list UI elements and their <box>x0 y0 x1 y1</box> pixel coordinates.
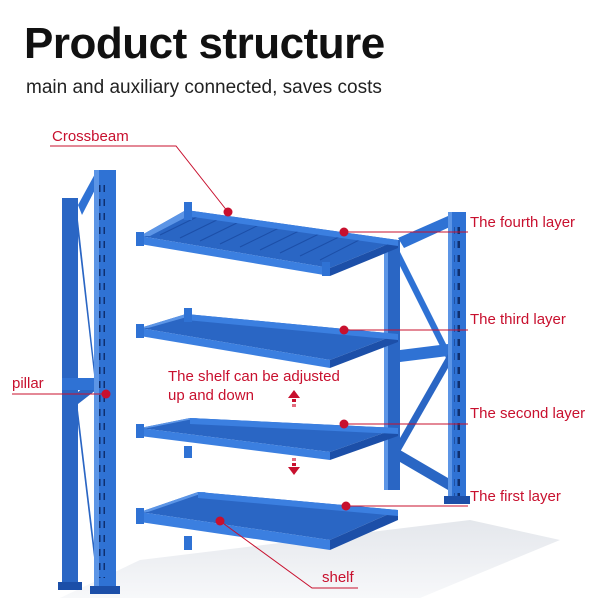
shelf-third-layer <box>136 308 398 368</box>
up-arrow-icon <box>288 390 300 407</box>
label-second-layer: The second layer <box>470 405 586 422</box>
floor-shadow <box>60 520 560 598</box>
label-fourth-layer: The fourth layer <box>470 214 576 231</box>
adjustable-note-line1: The shelf can be adjusted <box>168 368 340 385</box>
label-first-layer: The first layer <box>470 488 561 505</box>
callout-lines <box>12 145 468 589</box>
label-crossbeam: Crossbeam <box>52 128 129 145</box>
shelf-second-layer <box>136 418 398 460</box>
shelf-fourth-layer <box>136 202 398 276</box>
callout-crossbeam <box>50 145 229 213</box>
right-frame <box>384 212 470 504</box>
callout-dots <box>101 207 351 526</box>
adjustable-note-line2: up and down <box>168 387 254 404</box>
label-shelf: shelf <box>322 569 354 586</box>
page-subtitle: main and auxiliary connected, saves cost… <box>26 77 382 98</box>
page-title: Product structure <box>24 19 385 68</box>
label-pillar: pillar <box>12 375 44 392</box>
callout-shelf <box>219 520 358 589</box>
adjustable-note: The shelf can be adjusted up and down <box>168 367 340 405</box>
left-frame <box>58 170 120 594</box>
label-third-layer: The third layer <box>470 311 566 328</box>
down-arrow-icon <box>288 458 300 475</box>
